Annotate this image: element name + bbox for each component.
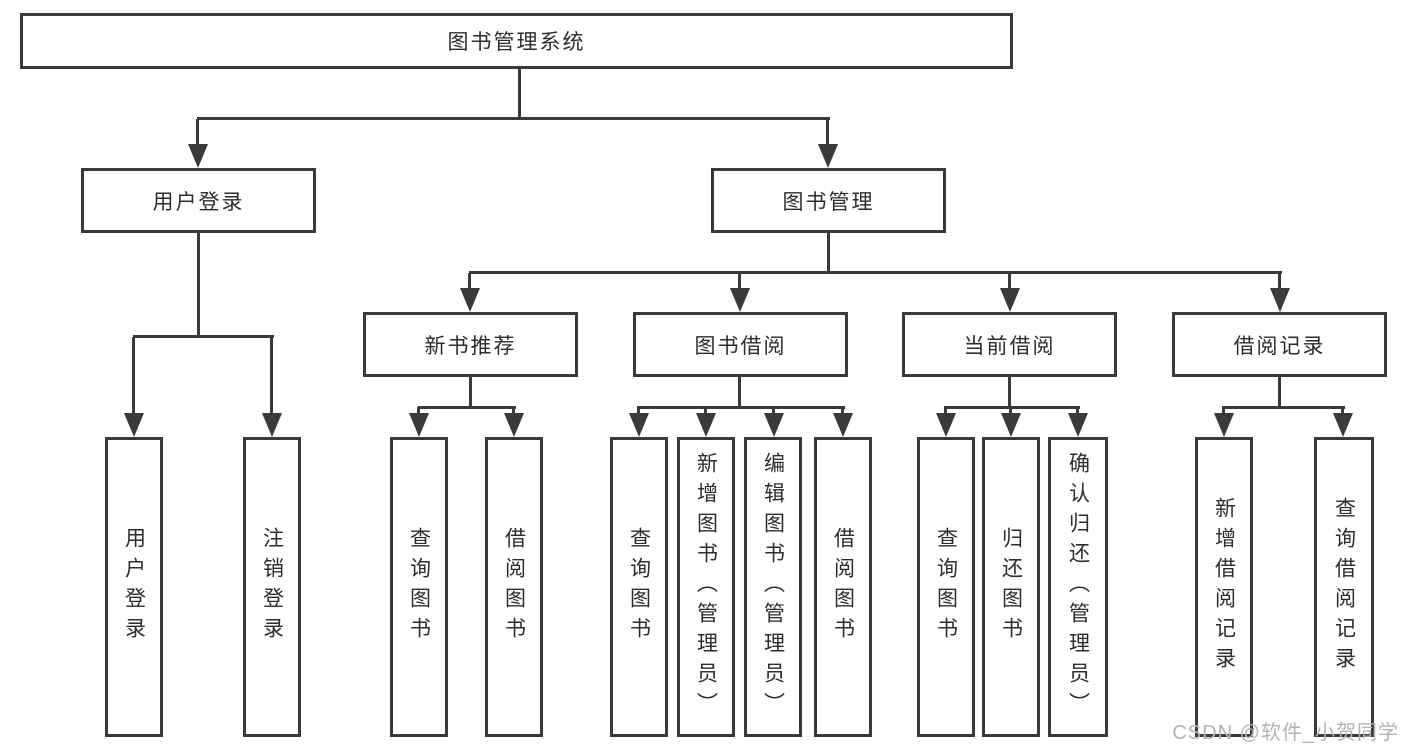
leaf-query-borrow-record: 查询借阅记录	[1314, 437, 1374, 737]
connector-root-branch	[197, 117, 830, 120]
connector-book-borrowing-stem	[738, 377, 741, 408]
arrow-to-leaf-query-book-2	[628, 407, 649, 437]
leaf-query-book-2: 查询图书	[610, 437, 668, 737]
leaf-add-borrow-record: 新增借阅记录	[1195, 437, 1253, 737]
connector-book-borrowing-branch	[637, 406, 845, 409]
arrow-to-leaf-user-login	[123, 337, 144, 437]
connector-root-stem	[518, 69, 521, 119]
leaf-return-book: 归还图书	[982, 437, 1040, 737]
node-root-library-management-system: 图书管理系统	[20, 13, 1013, 69]
arrow-to-current-borrowing	[999, 273, 1020, 312]
leaf-label: 借阅图书	[502, 527, 526, 647]
connector-borrowing-records-branch	[1222, 406, 1345, 409]
leaf-add-book-admin: 新增图书（管理员）	[677, 437, 735, 737]
arrow-to-leaf-borrow-book-1	[503, 407, 524, 437]
leaf-borrow-book-2: 借阅图书	[814, 437, 872, 737]
node-label: 图书管理	[782, 190, 875, 214]
leaf-label: 查询图书	[627, 527, 651, 647]
leaf-label: 查询图书	[407, 527, 431, 647]
leaf-label: 确认归还（管理员）	[1066, 452, 1090, 722]
leaf-label: 借阅图书	[831, 527, 855, 647]
leaf-user-login: 用户登录	[105, 437, 163, 737]
leaf-label: 编辑图书（管理员）	[761, 452, 785, 722]
leaf-query-book-3: 查询图书	[917, 437, 975, 737]
leaf-query-book-1: 查询图书	[390, 437, 448, 737]
leaf-label: 归还图书	[999, 527, 1023, 647]
arrow-to-leaf-add-borrow-record	[1213, 407, 1234, 437]
connector-current-borrowing-stem	[1008, 377, 1011, 408]
leaf-label: 新增借阅记录	[1212, 497, 1236, 677]
arrow-to-leaf-logout	[261, 337, 282, 437]
leaf-label: 注销登录	[260, 527, 284, 647]
leaf-edit-book-admin: 编辑图书（管理员）	[744, 437, 802, 737]
node-current-borrowing: 当前借阅	[902, 312, 1117, 377]
node-label: 图书管理系统	[447, 31, 586, 54]
node-new-book-recommend: 新书推荐	[363, 312, 578, 377]
node-label: 图书借阅	[694, 334, 787, 358]
connector-book-management-stem	[827, 233, 830, 273]
leaf-logout: 注销登录	[243, 437, 301, 737]
arrow-to-leaf-confirm-return-admin	[1067, 407, 1088, 437]
node-user-login: 用户登录	[81, 168, 316, 233]
node-book-borrowing: 图书借阅	[633, 312, 848, 377]
arrow-to-user-login	[187, 119, 208, 168]
arrow-to-leaf-query-book-3	[935, 407, 956, 437]
arrow-to-borrowing-records	[1269, 273, 1290, 312]
arrow-to-leaf-add-book-admin	[695, 407, 716, 437]
connector-current-borrowing-branch	[944, 406, 1080, 409]
leaf-label: 新增图书（管理员）	[694, 452, 718, 722]
connector-new-book-recommend-stem	[469, 377, 472, 408]
connector-borrowing-records-stem	[1278, 377, 1281, 408]
leaf-label: 查询图书	[934, 527, 958, 647]
connector-user-login-stem	[197, 233, 200, 337]
leaf-label: 查询借阅记录	[1332, 497, 1356, 677]
node-label: 借阅记录	[1233, 334, 1326, 358]
connector-book-management-branch	[469, 271, 1282, 274]
node-book-management: 图书管理	[711, 168, 946, 233]
arrow-to-leaf-return-book	[1000, 407, 1021, 437]
arrow-to-book-management	[817, 119, 838, 168]
arrow-to-leaf-borrow-book-2	[832, 407, 853, 437]
connector-new-book-recommend-branch	[418, 406, 516, 409]
arrow-to-new-book-recommend	[459, 273, 480, 312]
arrow-to-leaf-query-book-1	[408, 407, 429, 437]
leaf-borrow-book-1: 借阅图书	[485, 437, 543, 737]
arrow-to-leaf-edit-book-admin	[763, 407, 784, 437]
node-label: 新书推荐	[424, 334, 517, 358]
leaf-label: 用户登录	[122, 527, 146, 647]
node-label: 当前借阅	[963, 334, 1056, 358]
arrow-to-leaf-query-borrow-record	[1332, 407, 1353, 437]
arrow-to-book-borrowing	[729, 273, 750, 312]
leaf-confirm-return-admin: 确认归还（管理员）	[1048, 437, 1108, 737]
connector-user-login-branch	[133, 335, 274, 338]
node-label: 用户登录	[152, 190, 245, 214]
node-borrowing-records: 借阅记录	[1172, 312, 1387, 377]
csdn-watermark: CSDN @软件_小贺同学	[1172, 722, 1399, 744]
